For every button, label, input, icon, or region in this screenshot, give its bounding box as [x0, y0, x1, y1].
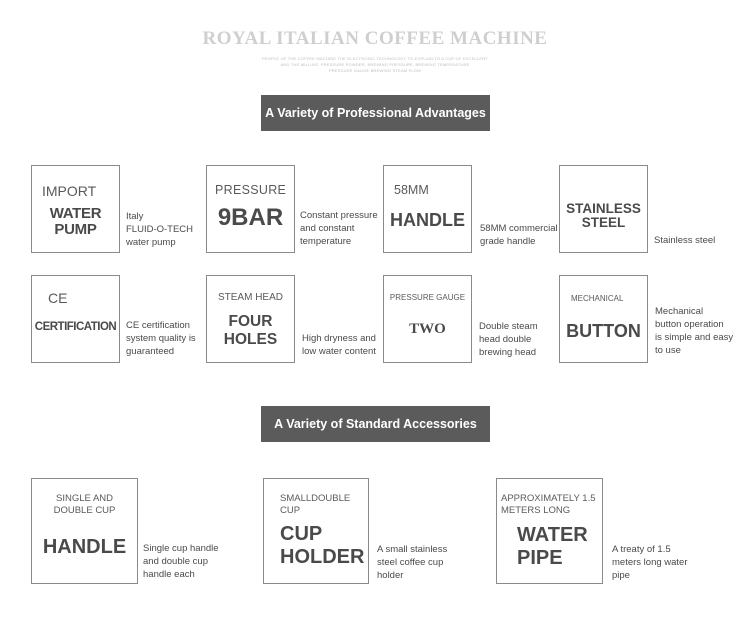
advantage-card-mechanical: MECHANICAL BUTTON: [559, 275, 648, 363]
card-top-label: PRESSURE: [215, 183, 287, 197]
card-top-label: CE: [48, 290, 68, 306]
card-top-label: PRESSURE GAUGE: [389, 293, 466, 302]
accessories-banner: A Variety of Standard Accessories: [261, 406, 490, 442]
advantages-banner: A Variety of Professional Advantages: [261, 95, 490, 131]
fine-print-line-1: PEOPLE OF THE COFFEE MACHINE THE ELECTRO…: [262, 56, 488, 61]
card-main-label: CERTIFICATION: [34, 321, 117, 333]
card-top-label: 58MM: [394, 183, 429, 197]
advantage-card-handle: 58MM HANDLE: [383, 165, 472, 253]
card-top-label: MECHANICAL: [571, 294, 624, 303]
card-main-label: 9BAR: [217, 204, 284, 231]
card-top-label: STEAM HEAD: [217, 292, 283, 303]
fine-print-line-2: AND THE MILLING, PRESSURE POWDER, BREWIN…: [280, 62, 470, 67]
card-top-label: IMPORT: [42, 183, 97, 199]
card-main-label: TWO: [409, 321, 446, 337]
advantage-card-gauge: PRESSURE GAUGE TWO: [383, 275, 472, 363]
card-main-label: HANDLE: [390, 210, 465, 230]
card-main-label: HANDLE: [42, 536, 127, 558]
advantage-desc-stainless: Stainless steel: [654, 235, 716, 246]
page-title: ROYAL ITALIAN COFFEE MACHINE: [202, 28, 548, 49]
card-main-label: BUTTON: [566, 321, 641, 341]
advantage-card-ce: CE CERTIFICATION: [31, 275, 120, 363]
fine-print-line-3: PRESSURE GAUGE BREWING STEAM FLOW: [329, 68, 421, 73]
advantage-card-pressure: PRESSURE 9BAR: [206, 165, 295, 253]
